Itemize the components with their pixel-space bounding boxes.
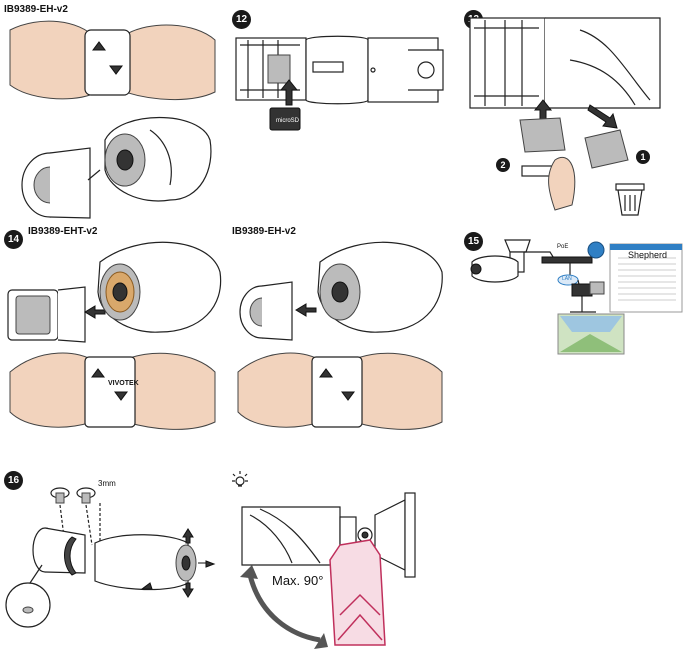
step-number-16: 16: [4, 471, 23, 490]
panel-step-15: 15 PoE LAN Shepherd: [460, 222, 686, 362]
panel-step-13: 13 1 2: [460, 0, 686, 220]
poe-label: PoE: [557, 244, 569, 250]
model-label-eht: IB9389-EHT-v2: [28, 226, 98, 237]
step-number-12: 12: [232, 10, 251, 29]
lightbulb-icon: [232, 471, 248, 487]
figure-adjust-angle-screws: [5, 487, 216, 628]
figure-attach-lens-cover-eht: [7, 241, 222, 430]
figure-insert-microsd: microSD: [235, 35, 444, 131]
model-label: IB9389-EH-v2: [4, 4, 68, 15]
shepherd-label: Shepherd: [628, 250, 668, 260]
figure-replace-desiccant: [469, 17, 661, 216]
brand-label: VIVOTEK: [108, 380, 139, 387]
panel-step-14-eh: IB9389-EH-v2: [230, 222, 456, 440]
figure-network-connection: [470, 239, 683, 355]
panel-tip: Max. 90°: [230, 465, 456, 657]
lan-label: LAN: [562, 276, 572, 282]
panel-step-11: IB9389-EH-v2: [0, 0, 225, 220]
model-label-eh-b: IB9389-EH-v2: [232, 226, 296, 237]
svg-text:microSD: microSD: [276, 118, 300, 124]
figure-twist-lens-cover: [9, 20, 216, 219]
panel-step-14: 14 IB9389-EHT-v2 VIVOTEK: [0, 222, 228, 440]
figure-max-angle: [232, 471, 416, 649]
step-number-14: 14: [4, 230, 23, 249]
dimension-label: 3mm: [98, 479, 116, 488]
max-angle-label: Max. 90°: [272, 573, 324, 588]
panel-step-16: 16 3mm: [0, 465, 228, 657]
callout-one: 1: [636, 150, 650, 164]
panel-step-12: 12 microSD: [228, 0, 456, 220]
figure-attach-lens-cover-eh: [237, 241, 443, 430]
step-number-15: 15: [464, 232, 483, 251]
callout-two: 2: [496, 158, 510, 172]
